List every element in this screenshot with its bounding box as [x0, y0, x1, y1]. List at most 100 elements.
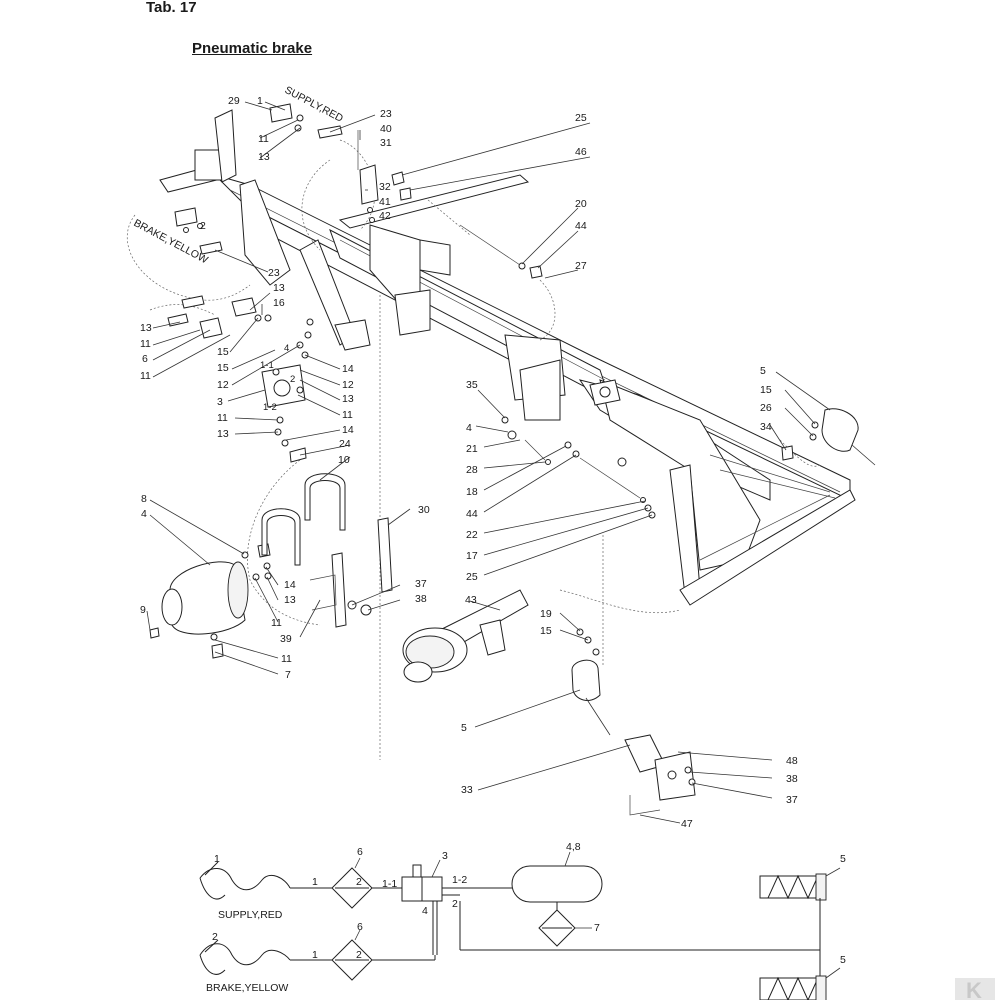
bracket-31: [357, 130, 412, 223]
callout: 11: [281, 653, 292, 665]
callout: 34: [760, 421, 772, 433]
leader-lines: [146, 101, 831, 824]
callout: 2: [290, 374, 295, 385]
schematic-drain-no: 7: [594, 922, 600, 934]
callout: 11: [258, 133, 269, 145]
callout: 20: [575, 198, 587, 210]
callout: 14: [342, 424, 354, 436]
callout: 40: [380, 123, 392, 135]
callout: 39: [280, 633, 292, 645]
callout: 26: [760, 402, 772, 414]
callout: 46: [575, 146, 587, 158]
schematic-valve-port-1-1: 1-1: [382, 878, 397, 890]
callout-numbers: 29 1 23 40 31 11 13 25 46 32 41 42 2 20 …: [140, 95, 798, 830]
schematic-brake-no: 2: [212, 931, 218, 943]
callout: 25: [466, 571, 478, 583]
relay-valve: [261, 318, 314, 463]
callout: 15: [540, 625, 552, 637]
schematic-valve-port-1-2: 1-2: [452, 874, 467, 886]
page-title: Pneumatic brake: [192, 40, 313, 57]
callout: 44: [466, 508, 478, 520]
callout: 44: [575, 220, 587, 232]
callout: 8: [141, 493, 147, 505]
callout: 17: [466, 550, 478, 562]
callout: 33: [461, 784, 473, 796]
schematic-filter-bottom-in: 1: [312, 949, 318, 961]
schematic-filter-top-no: 6: [357, 846, 363, 858]
callout: 23: [268, 267, 280, 279]
callout: 10: [338, 454, 350, 466]
hose-lines: [126, 139, 821, 626]
callout: 1: [257, 95, 263, 107]
schematic-tank-no: 4,8: [566, 841, 581, 853]
callout: 13: [140, 322, 152, 334]
callout: 15: [760, 384, 772, 396]
callout: 12: [217, 379, 229, 391]
logo-letter: K: [966, 978, 982, 1000]
callout: 27: [575, 260, 587, 272]
air-tank: [149, 543, 272, 659]
callout: 22: [466, 529, 478, 541]
schematic-filter-bottom-no: 6: [357, 921, 363, 933]
callout: 3: [217, 396, 223, 408]
callout: 35: [466, 379, 478, 391]
callout: 43: [465, 594, 477, 606]
callout: 6: [142, 353, 148, 365]
callout: 37: [415, 578, 427, 590]
callout: 48: [786, 755, 798, 767]
fittings-right: [501, 416, 656, 519]
schematic-brake-label: BRAKE,YELLOW: [206, 982, 288, 994]
callout: 14: [284, 579, 296, 591]
schematic-supply-label: SUPPLY,RED: [218, 909, 283, 921]
callout: 25: [575, 112, 587, 124]
schematic-cylinder-top-no: 5: [840, 853, 846, 865]
callout: 1-2: [263, 402, 277, 413]
callout: 38: [415, 593, 427, 605]
callout: 9: [140, 604, 146, 616]
callout: 13: [217, 428, 229, 440]
callout: 4: [466, 422, 472, 434]
schematic-cylinder-bottom-no: 5: [840, 954, 846, 966]
callout: 12: [342, 379, 354, 391]
callout: 5: [461, 722, 467, 734]
schematic-valve-port-4: 4: [422, 905, 428, 917]
callout: 47: [681, 818, 693, 830]
schematic-filter-bottom-out: 2: [356, 949, 362, 961]
callout: 30: [418, 504, 430, 516]
callout: 19: [540, 608, 552, 620]
callout: 11: [140, 370, 151, 382]
schematic-filter-top-out: 2: [356, 876, 362, 888]
callout: 28: [466, 464, 478, 476]
callout: 11: [342, 409, 353, 421]
schematic-valve-port-2: 2: [452, 898, 458, 910]
callout: 15: [217, 362, 229, 374]
callout: 11: [140, 338, 151, 350]
callout: 11: [217, 412, 228, 424]
axle-with-brake-drum: [402, 589, 529, 683]
callout: 42: [379, 210, 391, 222]
trailer-frame: [159, 109, 856, 606]
callout: 7: [285, 669, 291, 681]
callout: 18: [466, 486, 478, 498]
callout: 14: [342, 363, 354, 375]
chamber-bracket: [624, 734, 696, 816]
callout: 4: [284, 343, 289, 354]
callout: 13: [273, 282, 285, 294]
schematic-filter-top-in: 1: [312, 876, 318, 888]
callout: 15: [217, 346, 229, 358]
callout: 4: [141, 508, 147, 520]
callout: 29: [228, 95, 240, 107]
callout: 37: [786, 794, 798, 806]
callout: 38: [786, 773, 798, 785]
callout: 11: [271, 617, 282, 629]
supply-hose-label: SUPPLY,RED: [283, 84, 346, 125]
callout: 13: [284, 594, 296, 606]
supply-coupling-head: [269, 103, 343, 139]
callout: 23: [380, 108, 392, 120]
callout: 13: [258, 151, 270, 163]
callout: 2: [200, 220, 206, 232]
line-filter: [167, 295, 272, 339]
callout: 24: [339, 438, 351, 450]
bolt-20: [459, 224, 543, 279]
